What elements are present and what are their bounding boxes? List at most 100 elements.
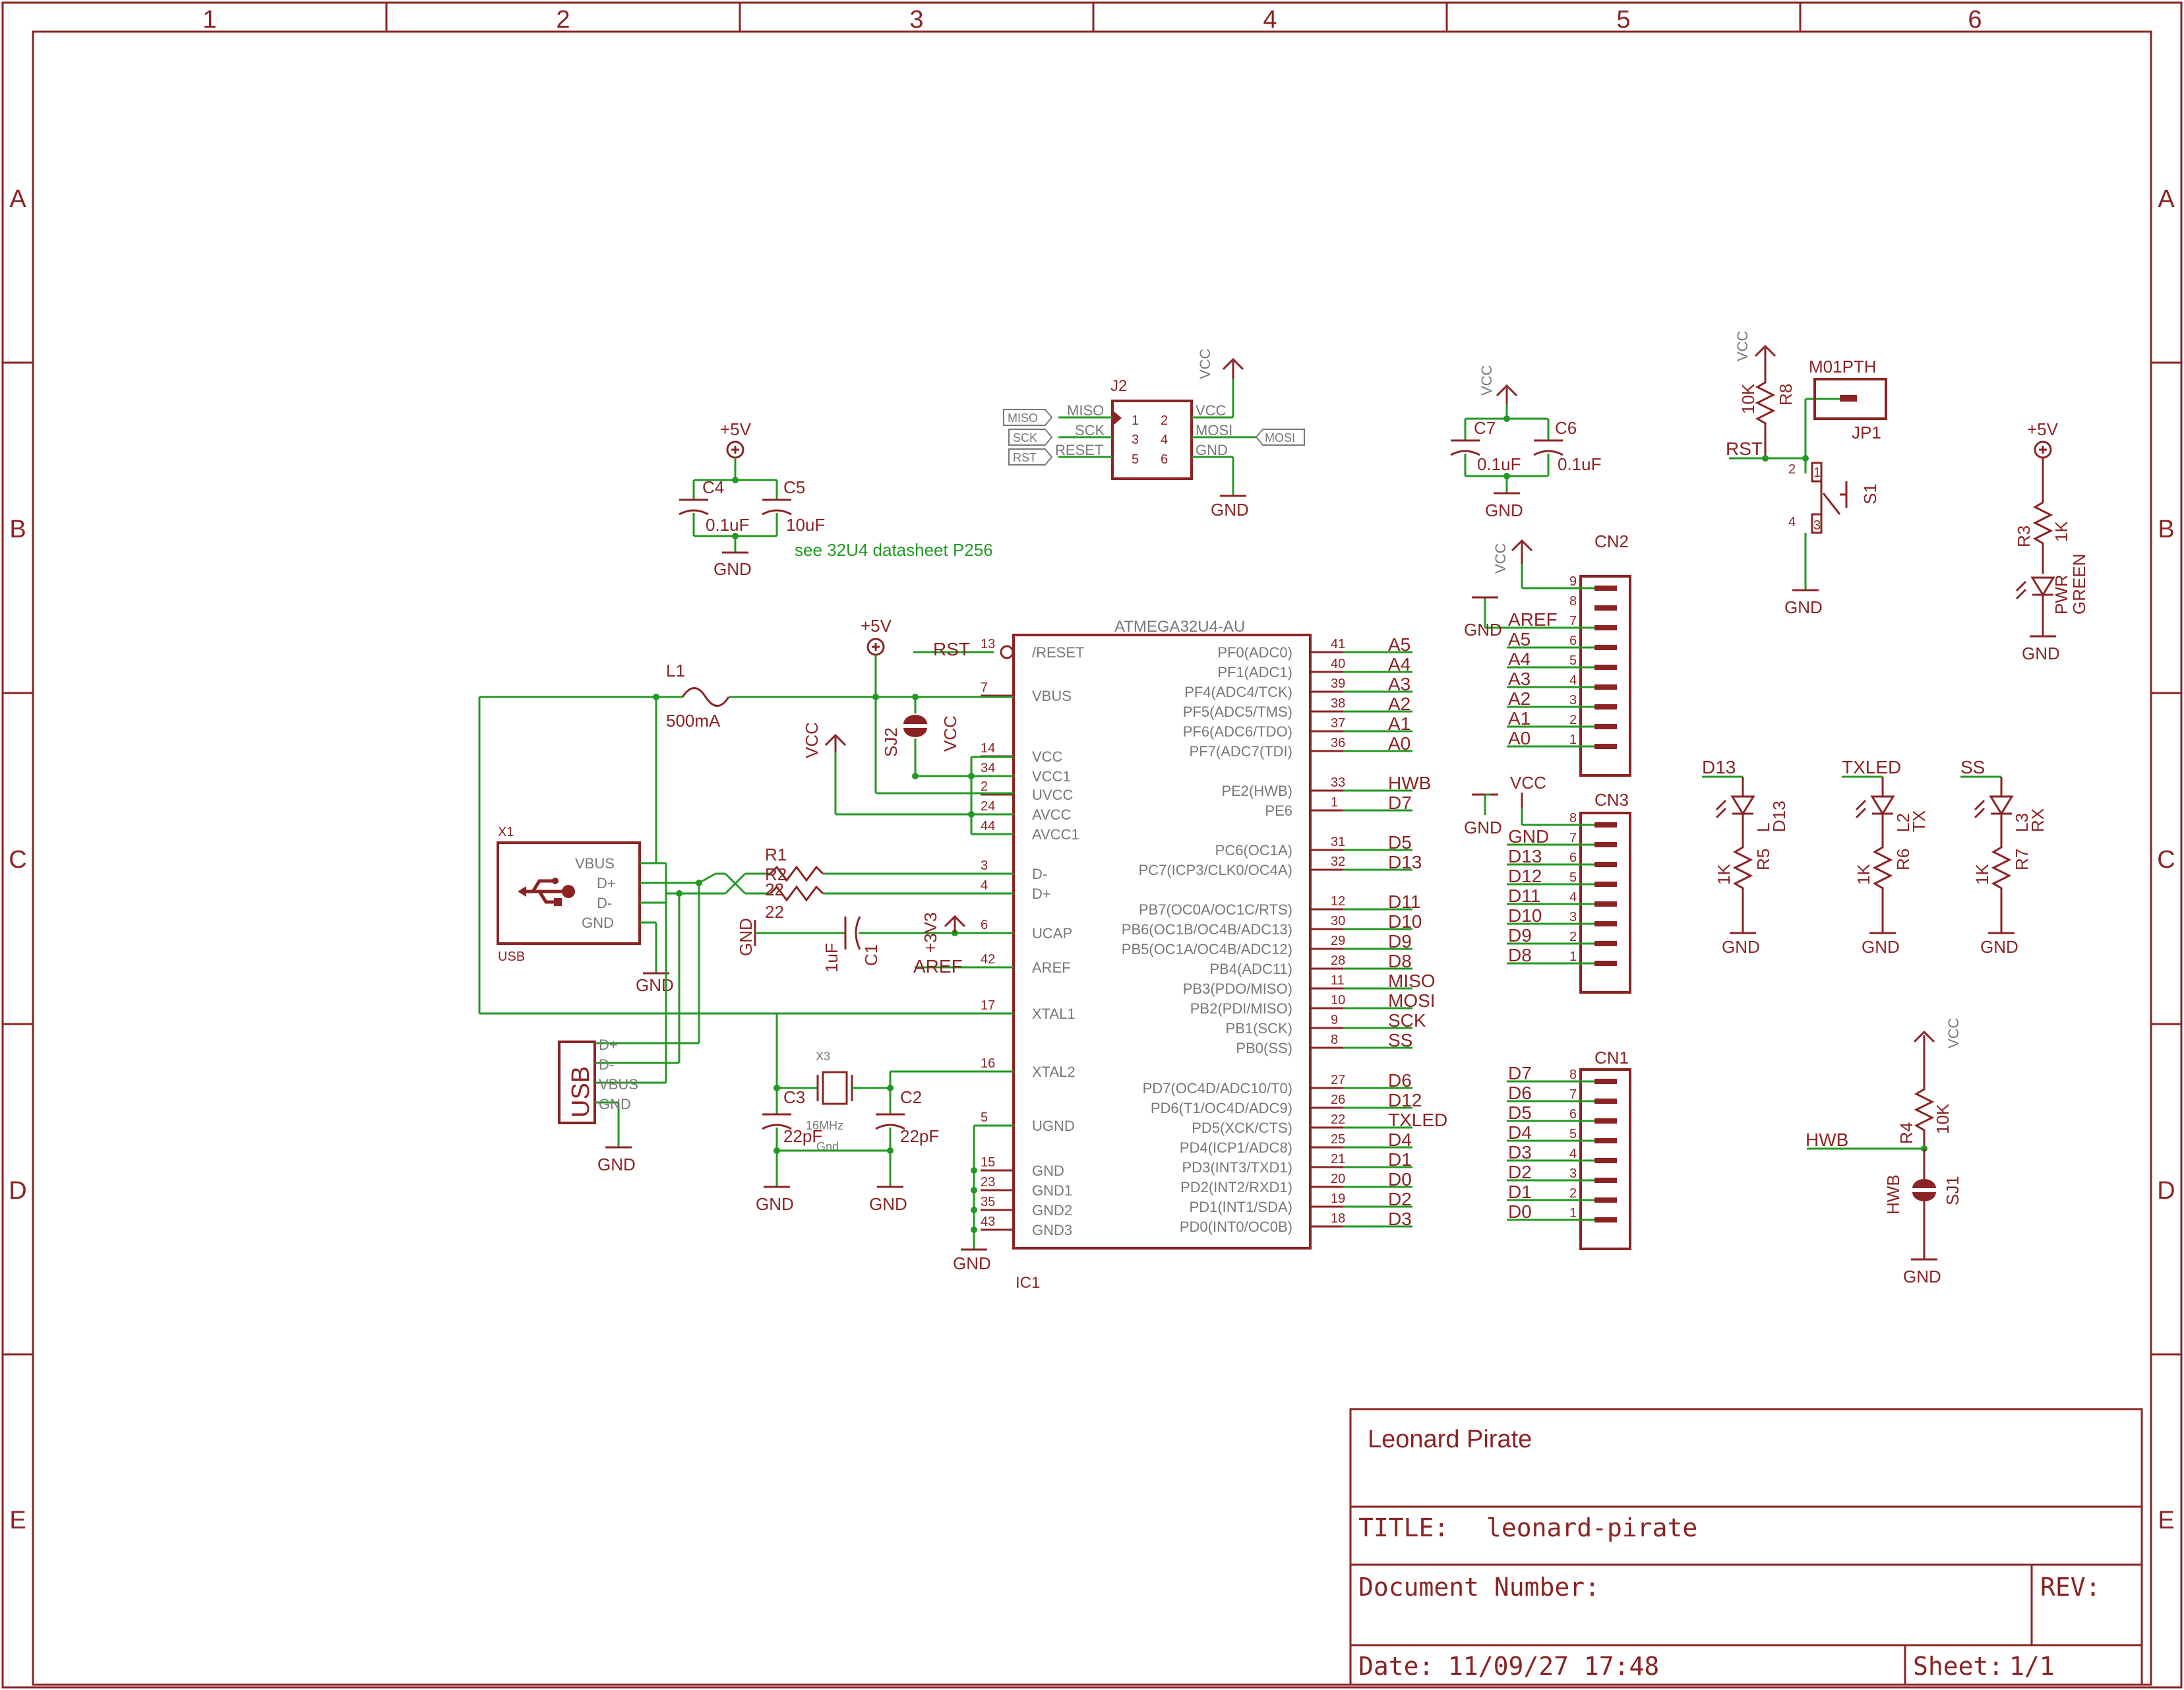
ic1-pin-number: 28 bbox=[1331, 953, 1345, 968]
net-tag-rst: RST bbox=[1013, 451, 1037, 464]
header-pin-number: 5 bbox=[1569, 653, 1577, 668]
net-label: D3 bbox=[1508, 1142, 1532, 1162]
net-label: D5 bbox=[1508, 1102, 1532, 1123]
net-tag-miso: MISO bbox=[1008, 411, 1038, 425]
ic1-pin-number: 29 bbox=[1331, 934, 1345, 948]
net-label: A3 bbox=[1508, 669, 1531, 689]
ic1-pin-name: PF7(ADC7(TDI) bbox=[1190, 743, 1292, 760]
r3-reference: R3 bbox=[2014, 526, 2034, 547]
ic1-pin-number: 12 bbox=[1331, 894, 1345, 909]
ic1-pin-number: 31 bbox=[1331, 835, 1345, 849]
title-label: TITLE: bbox=[1358, 1513, 1449, 1542]
led-reference: L bbox=[1753, 823, 1773, 832]
ic1-pin-number: 38 bbox=[1331, 696, 1345, 711]
net-label: D0 bbox=[1388, 1169, 1412, 1190]
hwb-net-label: HWB bbox=[1805, 1130, 1848, 1150]
c3-reference: C3 bbox=[783, 1087, 805, 1107]
net-label: A5 bbox=[1508, 629, 1531, 649]
led-ray bbox=[1715, 799, 1727, 811]
r1-value: 22 bbox=[765, 880, 784, 899]
net-label: AREF bbox=[1508, 609, 1558, 630]
header-pin bbox=[1594, 822, 1617, 828]
net-label: GND bbox=[1508, 826, 1549, 847]
header-pin bbox=[1594, 724, 1617, 729]
ic1-pin-name: PF6(ADC6/TDO) bbox=[1183, 723, 1292, 740]
ic1-pin-number: 7 bbox=[981, 680, 988, 695]
resistor-reference: R7 bbox=[2012, 849, 2032, 870]
led-reference: L2 bbox=[1893, 813, 1913, 832]
x1-pin-label: D- bbox=[597, 895, 612, 911]
ic1-reference: IC1 bbox=[1016, 1274, 1040, 1292]
c1-value: 1uF bbox=[822, 943, 841, 973]
gnd-label: GND bbox=[1464, 620, 1502, 640]
gnd-label: GND bbox=[636, 975, 674, 995]
header-pin bbox=[1594, 941, 1617, 946]
header-pin-number: 4 bbox=[1569, 890, 1577, 905]
header-pin-number: 7 bbox=[1569, 614, 1577, 628]
header-pin bbox=[1594, 645, 1617, 650]
sj1-reference: SJ1 bbox=[1943, 1176, 1962, 1205]
net-label: D8 bbox=[1508, 945, 1532, 965]
ic1-pin-number: 42 bbox=[981, 952, 995, 967]
rst-net-label: RST bbox=[1726, 438, 1763, 459]
j2-pin-label: MISO bbox=[1067, 402, 1104, 419]
ic1-pin-number: 43 bbox=[981, 1215, 995, 1229]
vcc-power-label: VCC bbox=[802, 722, 822, 758]
ic1-pin-number: 9 bbox=[1331, 1013, 1338, 1027]
usb-connector-label: USB bbox=[567, 1066, 595, 1118]
ic1-pin-number: 19 bbox=[1331, 1192, 1345, 1206]
led-icon bbox=[1870, 795, 1895, 816]
title-value: leonard-pirate bbox=[1486, 1513, 1697, 1542]
net-label: A0 bbox=[1388, 733, 1410, 754]
header-pin bbox=[1594, 1217, 1617, 1222]
c6-reference: C6 bbox=[1555, 418, 1577, 438]
x1-reference: X1 bbox=[498, 825, 514, 839]
gnd-label: GND bbox=[1862, 937, 1900, 957]
led-ray bbox=[1715, 807, 1727, 819]
column-marker: 4 bbox=[1263, 6, 1277, 34]
ic1-pin-name: PD5(XCK/CTS) bbox=[1192, 1120, 1292, 1136]
ic1-pin-name: GND2 bbox=[1032, 1202, 1072, 1219]
c2-value: 22pF bbox=[900, 1126, 939, 1146]
resistor-icon bbox=[1732, 814, 1753, 933]
x3-frequency: 16MHz bbox=[806, 1119, 843, 1132]
column-markers: 1 2 3 4 5 6 bbox=[202, 6, 1982, 34]
ic1-pin-number: 15 bbox=[981, 1155, 995, 1170]
ic1-pin-name: GND3 bbox=[1032, 1222, 1072, 1238]
ic1-pin-name: PB7(OC0A/OC1C/RTS) bbox=[1139, 901, 1292, 918]
net-label: A1 bbox=[1508, 708, 1531, 729]
vcc-power-label: VCC bbox=[940, 715, 960, 752]
row-markers: A B C D E A B C D E bbox=[9, 185, 2175, 1534]
jp1-part-name: M01PTH bbox=[1809, 357, 1877, 377]
vcc-power-label: VCC bbox=[1478, 365, 1495, 396]
header-pin-number: 5 bbox=[1569, 1127, 1577, 1141]
ic1-pin-name: XTAL1 bbox=[1032, 1006, 1076, 1022]
ic1-part-name: ATMEGA32U4-AU bbox=[1114, 618, 1245, 636]
s1-pin-number: 4 bbox=[1788, 515, 1796, 529]
ic1-pin-name: PB0(SS) bbox=[1236, 1040, 1292, 1056]
pwr-led-color: GREEN bbox=[2069, 554, 2089, 615]
ic1-pin-number: 10 bbox=[1331, 993, 1345, 1008]
sheet-label: Sheet: bbox=[1913, 1652, 2003, 1681]
row-marker: B bbox=[2158, 516, 2174, 543]
ic1-pin-number: 21 bbox=[1331, 1152, 1345, 1166]
net-label: D11 bbox=[1388, 891, 1420, 912]
usb-icon bbox=[518, 878, 575, 906]
ic1-pin-number: 36 bbox=[1331, 736, 1345, 750]
ic1-pin-name: /RESET bbox=[1032, 644, 1084, 661]
header-pin bbox=[1594, 625, 1617, 630]
net-label: D4 bbox=[1508, 1122, 1532, 1143]
ic1-pin-name: PD1(INT1/SDA) bbox=[1190, 1199, 1292, 1215]
header-pin bbox=[1594, 882, 1617, 887]
c5-value: 10uF bbox=[786, 515, 825, 535]
header-pin-number: 1 bbox=[1569, 950, 1577, 964]
ic1-pin-number: 17 bbox=[981, 998, 995, 1013]
row-marker: A bbox=[9, 185, 26, 213]
ic1-pin-name: VCC1 bbox=[1032, 768, 1071, 785]
resistor-value: 1K bbox=[1854, 864, 1873, 885]
resistor-icon bbox=[1872, 814, 1893, 933]
column-marker: 2 bbox=[556, 6, 570, 34]
